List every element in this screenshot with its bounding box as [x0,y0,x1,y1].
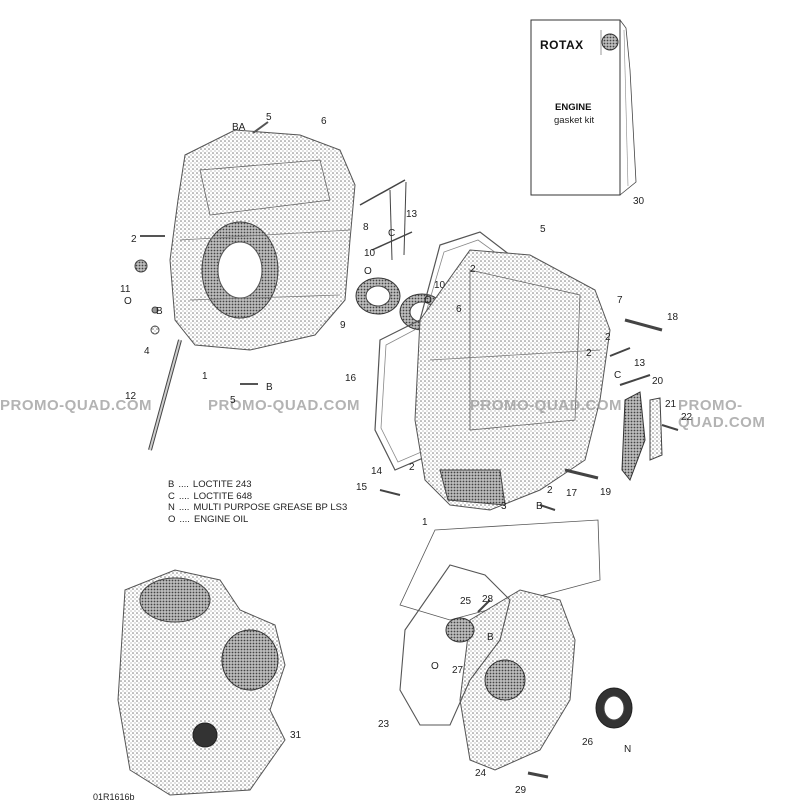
callout-label: 13 [406,209,418,220]
callout-label: 27 [452,665,464,676]
callout-label: 17 [566,488,578,499]
callout-label: B [266,382,273,393]
engine-overview [117,569,286,796]
callout-label: N [624,744,632,755]
cover-gasket [399,564,511,726]
kit-subtitle: gasket kit [554,115,595,126]
callout-label: 24 [475,768,487,779]
legend-row: B....LOCTITE 243 [168,479,252,490]
reference-code: 01R1616b [93,792,135,802]
callout-label: 1 [202,371,208,382]
callout-label: 6 [321,116,327,127]
kit-brand: ROTAX [540,38,584,52]
legend-row: N....MULTI PURPOSE GREASE BP LS3 [168,502,348,513]
legend: B....LOCTITE 243 C....LOCTITE 648 N....M… [168,479,347,525]
legend-text: LOCTITE 648 [193,490,253,502]
callout-label: 2 [409,462,415,473]
callout-label: 25 [460,596,472,607]
callout-label: O [431,661,439,672]
callout-label: 3 [501,501,507,512]
callout-label: 19 [600,487,612,498]
oil-seal [595,687,633,729]
callout-label: 31 [290,730,302,741]
watermark: PROMO-QUAD.COM [678,397,766,431]
callout-label: 5 [266,112,272,123]
oil-pump-assembly [621,391,679,481]
callout-label: 26 [582,737,594,748]
callout-label: 5 [230,395,236,406]
legend-code: O [168,513,176,525]
callout-label: 10 [364,248,376,259]
callout-label: C [388,228,396,239]
callout-label: O [364,266,372,277]
legend-code: B [168,479,175,490]
callout-label: 4 [144,346,150,357]
callout-label: 15 [356,482,368,493]
legend-text: ENGINE OIL [193,513,249,525]
callout-label: 23 [378,719,390,730]
callout-label: 18 [667,312,679,323]
callout-label: 28 [482,594,494,605]
legend-text: LOCTITE 243 [192,479,252,490]
crankcase-half-right [414,249,611,511]
callout-label: 12 [125,391,137,402]
callout-label: 2 [131,234,137,245]
callout-label: 13 [634,358,646,369]
callout-label: O [124,296,132,307]
bolt-set-right [379,318,663,511]
callout-label: 8 [363,222,369,233]
callout-label: 2 [586,348,592,359]
callout-label: B [536,501,543,512]
callout-label: 10 [434,280,446,291]
watermark: PROMO-QUAD.COM [208,397,360,414]
legend-code: C [168,490,175,502]
callout-label: B [487,632,494,643]
callout-label: 6 [456,304,462,315]
legend-text: MULTI PURPOSE GREASE BP LS3 [193,502,348,513]
callout-label: 9 [340,320,346,331]
callout-label: 14 [371,466,383,477]
oil-tube [148,339,182,451]
callout-label: 2 [547,485,553,496]
callout-label: 2 [605,332,611,343]
watermark: PROMO-QUAD.COM [470,397,622,414]
callout-label: BA [232,122,246,133]
legend-code: N [168,502,175,513]
callout-label: 22 [681,412,693,423]
callout-label: 1 [422,517,428,528]
stud-set [359,179,413,261]
callout-label: O [424,295,432,306]
kit-title: ENGINE [555,102,592,113]
callout-label: 20 [652,376,664,387]
callout-label: 16 [345,373,357,384]
kit-part-number: 30 [633,196,645,207]
legend-row: C....LOCTITE 648 [168,490,253,502]
callout-label: 2 [470,264,476,275]
watermark: PROMO-QUAD.COM [0,397,152,414]
callout-label: 11 [120,284,131,295]
callout-label: C [614,370,622,381]
gasket-kit-box [530,19,637,196]
plug-and-washer-left [134,121,269,385]
callout-label: 29 [515,785,527,796]
callout-label: B [156,306,163,317]
callout-label: 5 [540,224,546,235]
legend-row: O....ENGINE OIL [168,513,249,525]
screw-29 [527,771,549,779]
magneto-cover [459,589,576,771]
crankcase-half-left [169,129,356,351]
callout-label: 7 [617,295,623,306]
callout-label: 21 [665,399,677,410]
